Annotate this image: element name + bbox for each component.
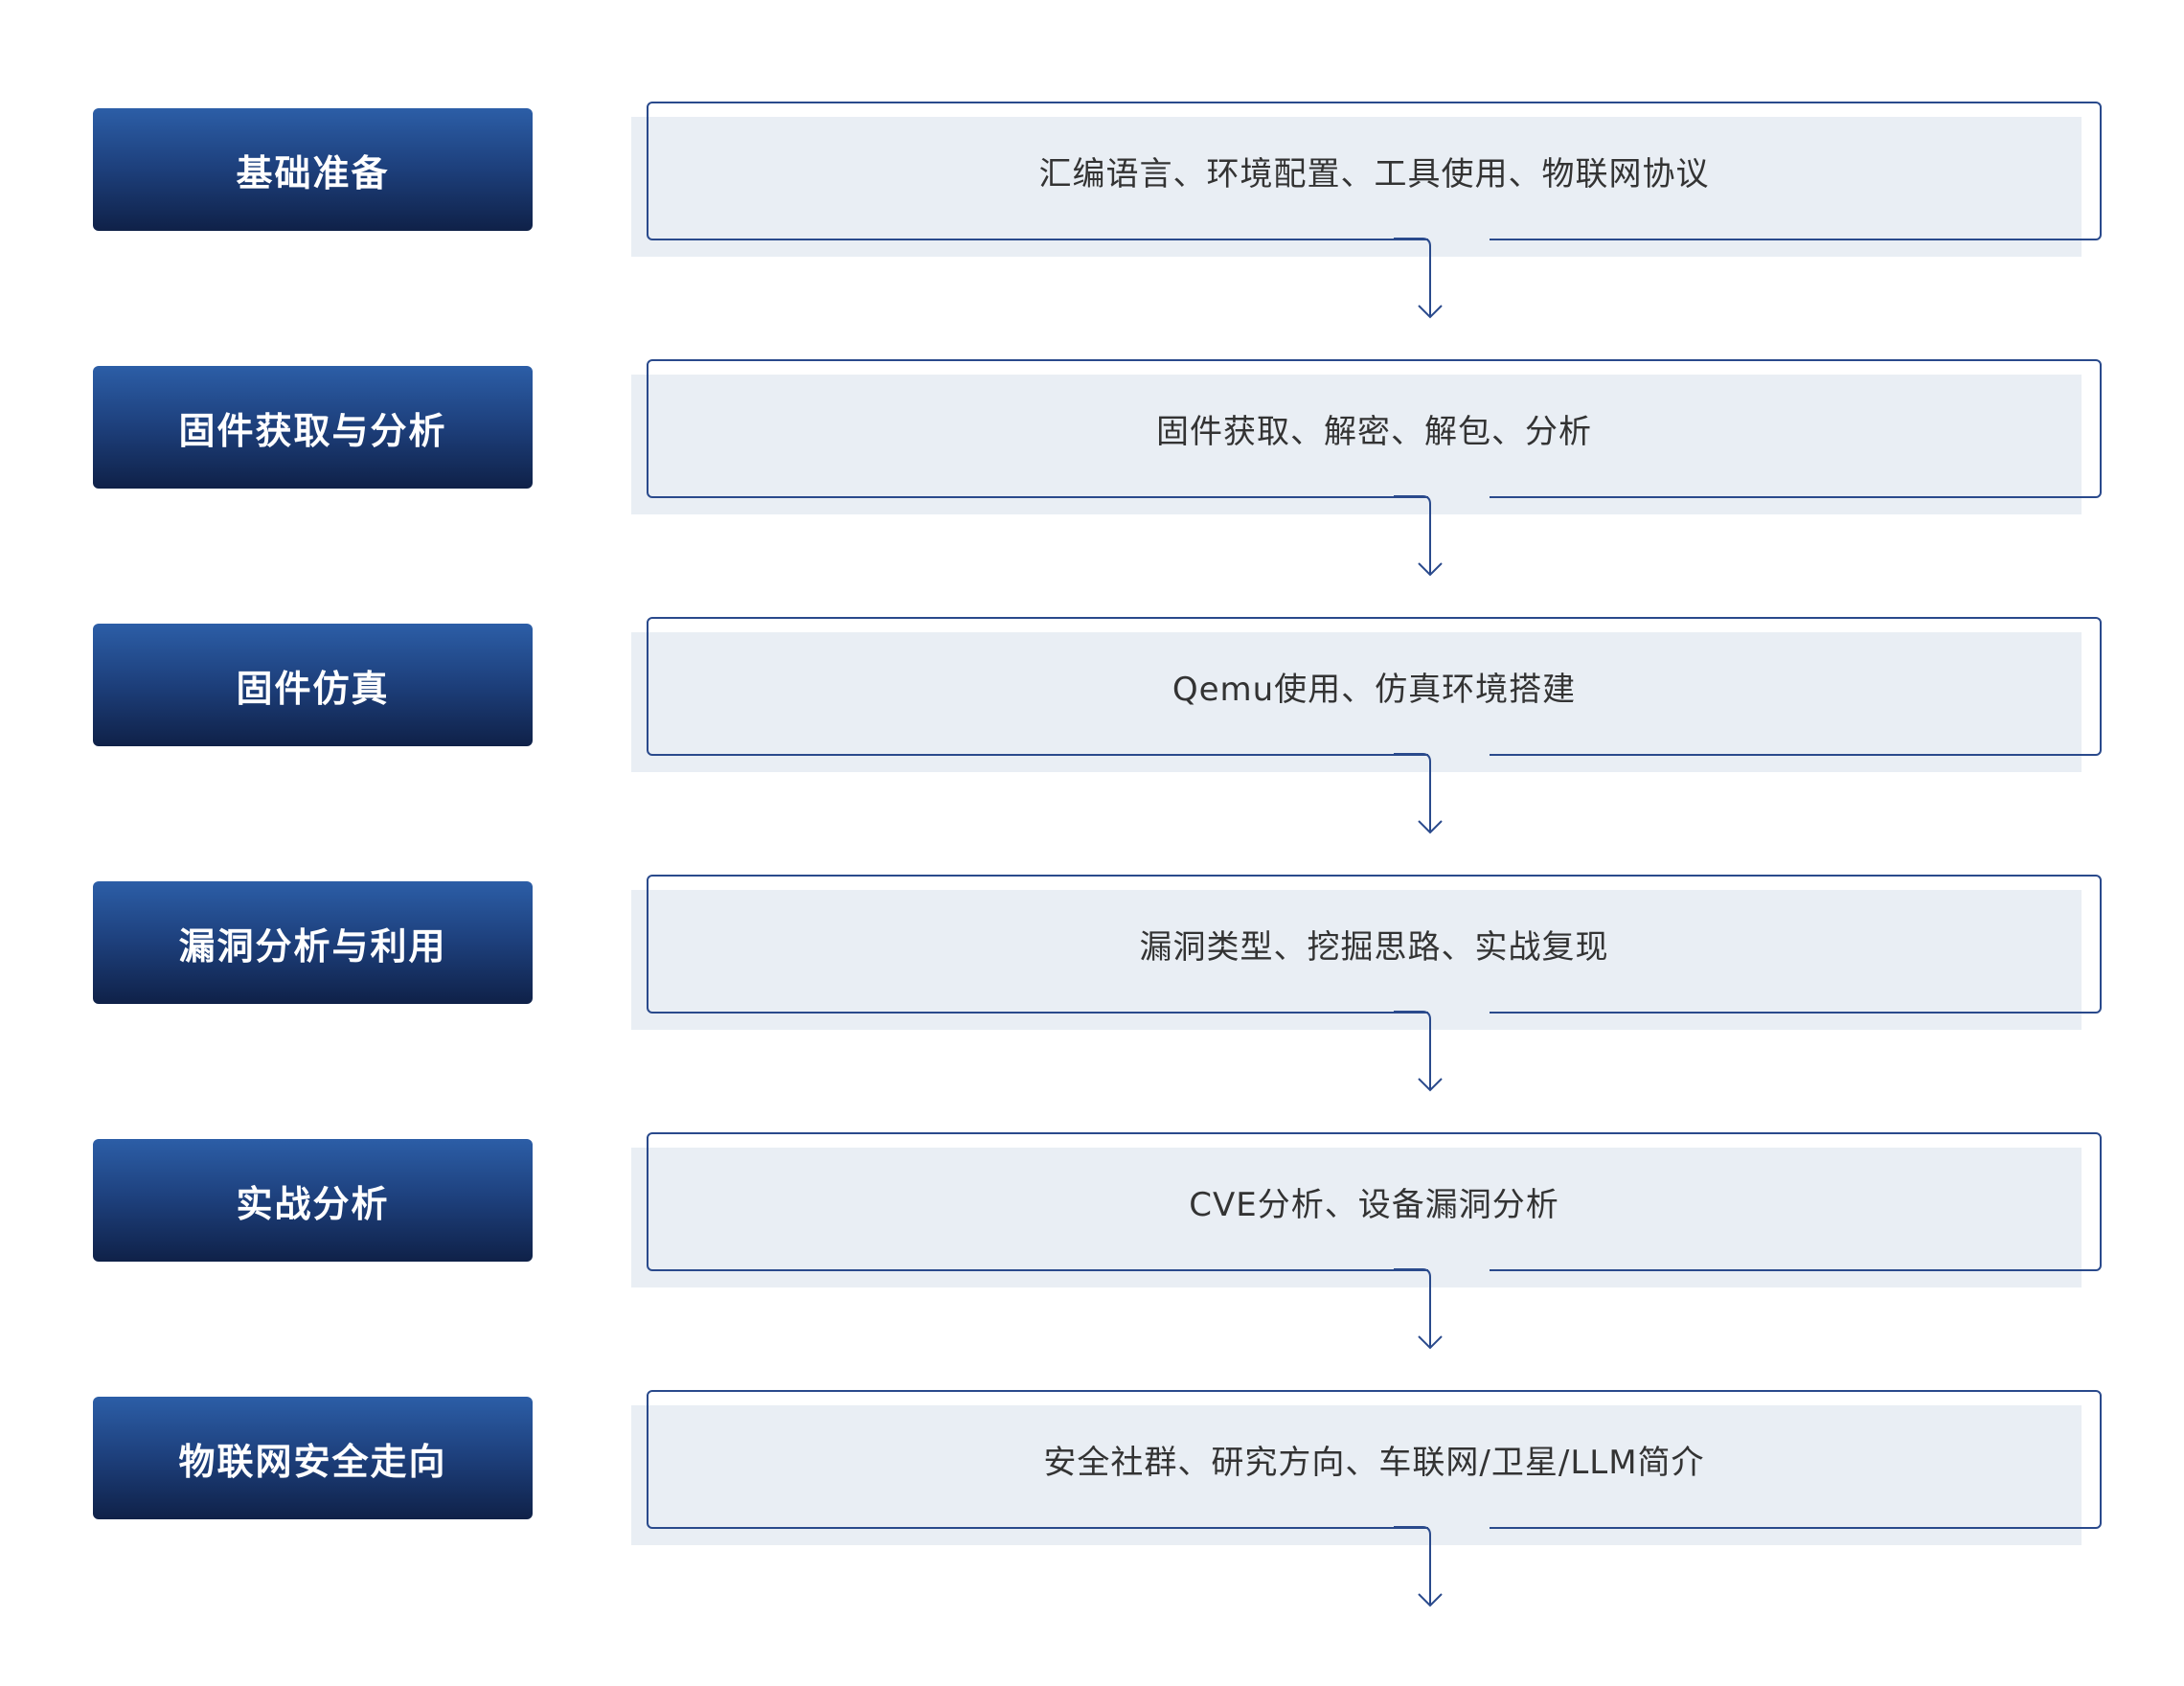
stage-label: 固件仿真 xyxy=(93,624,533,746)
step-description: 安全社群、研究方向、车联网/卫星/LLM简介 xyxy=(1043,1444,1705,1482)
down-arrow-icon xyxy=(1394,1268,1443,1350)
down-arrow-icon xyxy=(1394,753,1443,834)
down-arrow-icon xyxy=(1394,495,1443,577)
description-card-background xyxy=(631,632,2082,772)
step-description: CVE分析、设备漏洞分析 xyxy=(1189,1186,1559,1224)
stage-label: 固件获取与分析 xyxy=(93,366,533,489)
down-arrow-icon xyxy=(1394,1011,1443,1092)
description-card-frame xyxy=(647,1132,2102,1271)
connector-gap xyxy=(1428,1268,1490,1274)
description-card-frame xyxy=(647,617,2102,756)
description-card-background xyxy=(631,375,2082,514)
roadmap-row-1: 汇编语言、环境配置、工具使用、物联网协议 基础准备 xyxy=(0,102,2184,367)
description-card-background xyxy=(631,117,2082,257)
step-description: 固件获取、解密、解包、分析 xyxy=(1156,413,1592,451)
connector-gap xyxy=(1428,495,1490,501)
roadmap-row-5: CVE分析、设备漏洞分析 实战分析 xyxy=(0,1132,2184,1398)
step-description: Qemu使用、仿真环境搭建 xyxy=(1172,671,1577,709)
stage-label: 基础准备 xyxy=(93,108,533,231)
step-description: 漏洞类型、挖掘思路、实战复现 xyxy=(1139,928,1609,967)
stage-label: 物联网安全走向 xyxy=(93,1397,533,1519)
description-card-background xyxy=(631,1148,2082,1287)
roadmap-row-2: 固件获取、解密、解包、分析 固件获取与分析 xyxy=(0,359,2184,625)
connector-gap xyxy=(1428,1526,1490,1532)
connector-gap xyxy=(1428,1011,1490,1016)
description-card-frame xyxy=(647,102,2102,240)
description-card-frame xyxy=(647,359,2102,498)
step-description: 汇编语言、环境配置、工具使用、物联网协议 xyxy=(1038,155,1710,194)
down-arrow-icon xyxy=(1394,238,1443,319)
stage-label: 漏洞分析与利用 xyxy=(93,881,533,1004)
description-card-background xyxy=(631,1405,2082,1545)
roadmap-row-4: 漏洞类型、挖掘思路、实战复现 漏洞分析与利用 xyxy=(0,875,2184,1140)
description-card-background xyxy=(631,890,2082,1030)
down-arrow-icon xyxy=(1394,1526,1443,1607)
stage-label: 实战分析 xyxy=(93,1139,533,1262)
description-card-frame xyxy=(647,875,2102,1014)
description-card-frame xyxy=(647,1390,2102,1529)
connector-gap xyxy=(1428,753,1490,759)
roadmap-row-3: Qemu使用、仿真环境搭建 固件仿真 xyxy=(0,617,2184,882)
connector-gap xyxy=(1428,238,1490,243)
roadmap-row-6: 安全社群、研究方向、车联网/卫星/LLM简介 物联网安全走向 xyxy=(0,1390,2184,1655)
